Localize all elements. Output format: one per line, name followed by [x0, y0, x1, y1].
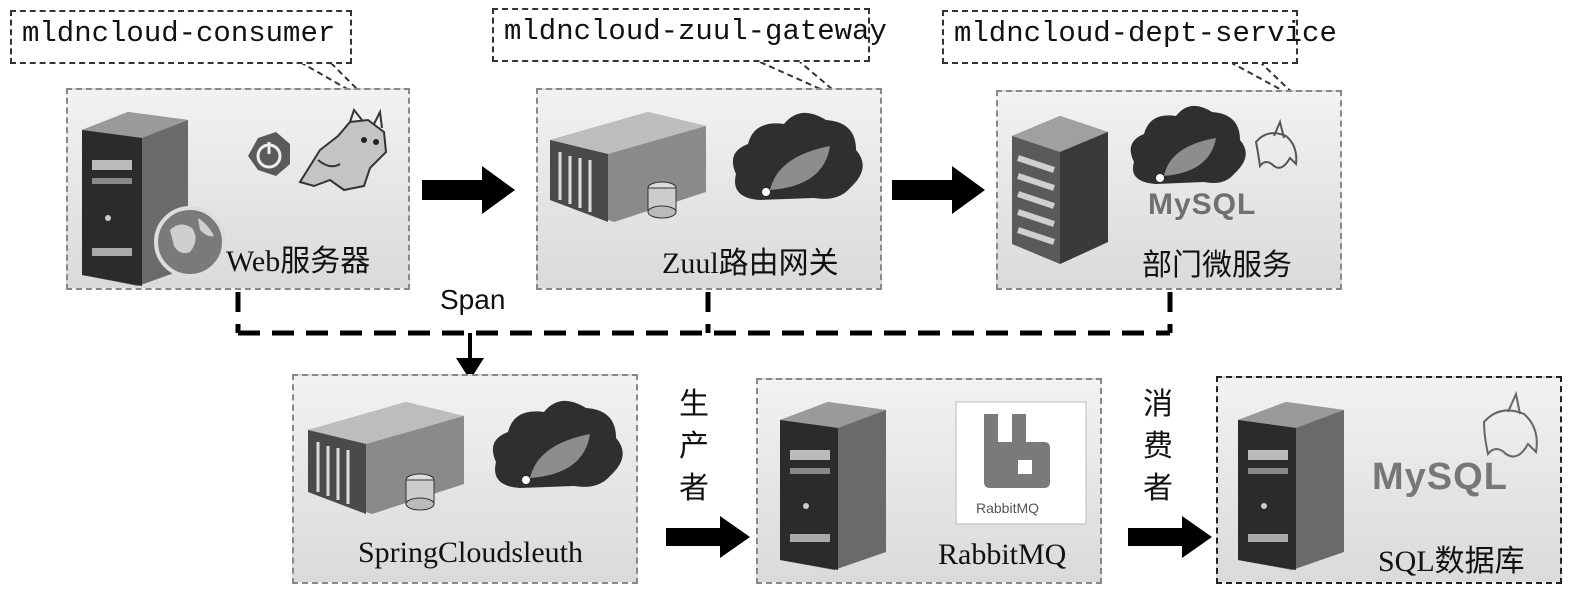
node-spring-cloud-sleuth: SpringCloudsleuth: [292, 374, 638, 584]
node-zuul-gateway-label: Zuul路由网关: [662, 247, 839, 280]
node-web-server-label: Web服务器: [226, 245, 371, 278]
node-rabbitmq-label: RabbitMQ: [938, 538, 1067, 571]
consumer-label: 消费者: [1140, 384, 1176, 510]
arrow-rabbit-to-sql: [1128, 516, 1212, 558]
server-tower-icon: [1238, 402, 1344, 570]
producer-label: 生产者: [676, 384, 712, 510]
arrow-sleuth-to-rabbit: [666, 516, 750, 558]
callout-gateway-text: mldncloud-zuul-gateway: [504, 15, 887, 48]
spring-cloud-icon: [492, 400, 623, 488]
rack-server-icon: [308, 402, 464, 514]
globe-icon: [154, 206, 226, 278]
producer-label-text: 生产者: [679, 388, 709, 505]
rabbitmq-logo-text: RabbitMQ: [976, 500, 1040, 516]
mysql-logo-bottom: MySQL: [1372, 456, 1508, 498]
mysql-logo-top: MySQL: [1148, 188, 1257, 221]
span-arrowhead: [456, 358, 484, 380]
consumer-label-text: 消费者: [1143, 388, 1173, 505]
node-dept-service-label: 部门微服务: [1142, 249, 1292, 282]
rabbitmq-icon: [955, 401, 1087, 525]
node-dept-service: MySQL 部门微服务: [996, 90, 1342, 290]
callout-gateway: mldncloud-zuul-gateway: [492, 8, 887, 62]
arrow-web-to-zuul: [422, 166, 515, 214]
callout-consumer: mldncloud-consumer: [10, 10, 352, 64]
node-sql-database: MySQL SQL数据库: [1216, 376, 1562, 584]
node-spring-cloud-sleuth-label: SpringCloudsleuth: [358, 536, 584, 569]
span-label: Span: [440, 284, 506, 315]
node-sql-database-label: SQL数据库: [1378, 545, 1525, 578]
arrow-zuul-to-dept: [892, 166, 985, 214]
tomcat-icon: [298, 107, 388, 192]
spring-cloud-icon: [732, 112, 863, 200]
rack-server-icon: [550, 112, 706, 222]
storage-array-icon: [1012, 116, 1108, 264]
node-web-server: Web服务器: [66, 88, 410, 290]
callout-consumer-text: mldncloud-consumer: [22, 17, 336, 50]
mysql-dolphin-icon: [1482, 390, 1538, 458]
server-tower-icon: [780, 402, 886, 570]
callout-dept-text: mldncloud-dept-service: [954, 17, 1337, 50]
node-zuul-gateway: Zuul路由网关: [536, 88, 882, 290]
power-icon: [248, 132, 290, 176]
span-dashed-connector: [235, 292, 1173, 362]
mysql-dolphin-icon: [1254, 118, 1298, 169]
node-rabbitmq: RabbitMQ RabbitMQ: [756, 378, 1102, 584]
callout-dept: mldncloud-dept-service: [942, 10, 1337, 64]
spring-cloud-icon: [1130, 105, 1246, 184]
